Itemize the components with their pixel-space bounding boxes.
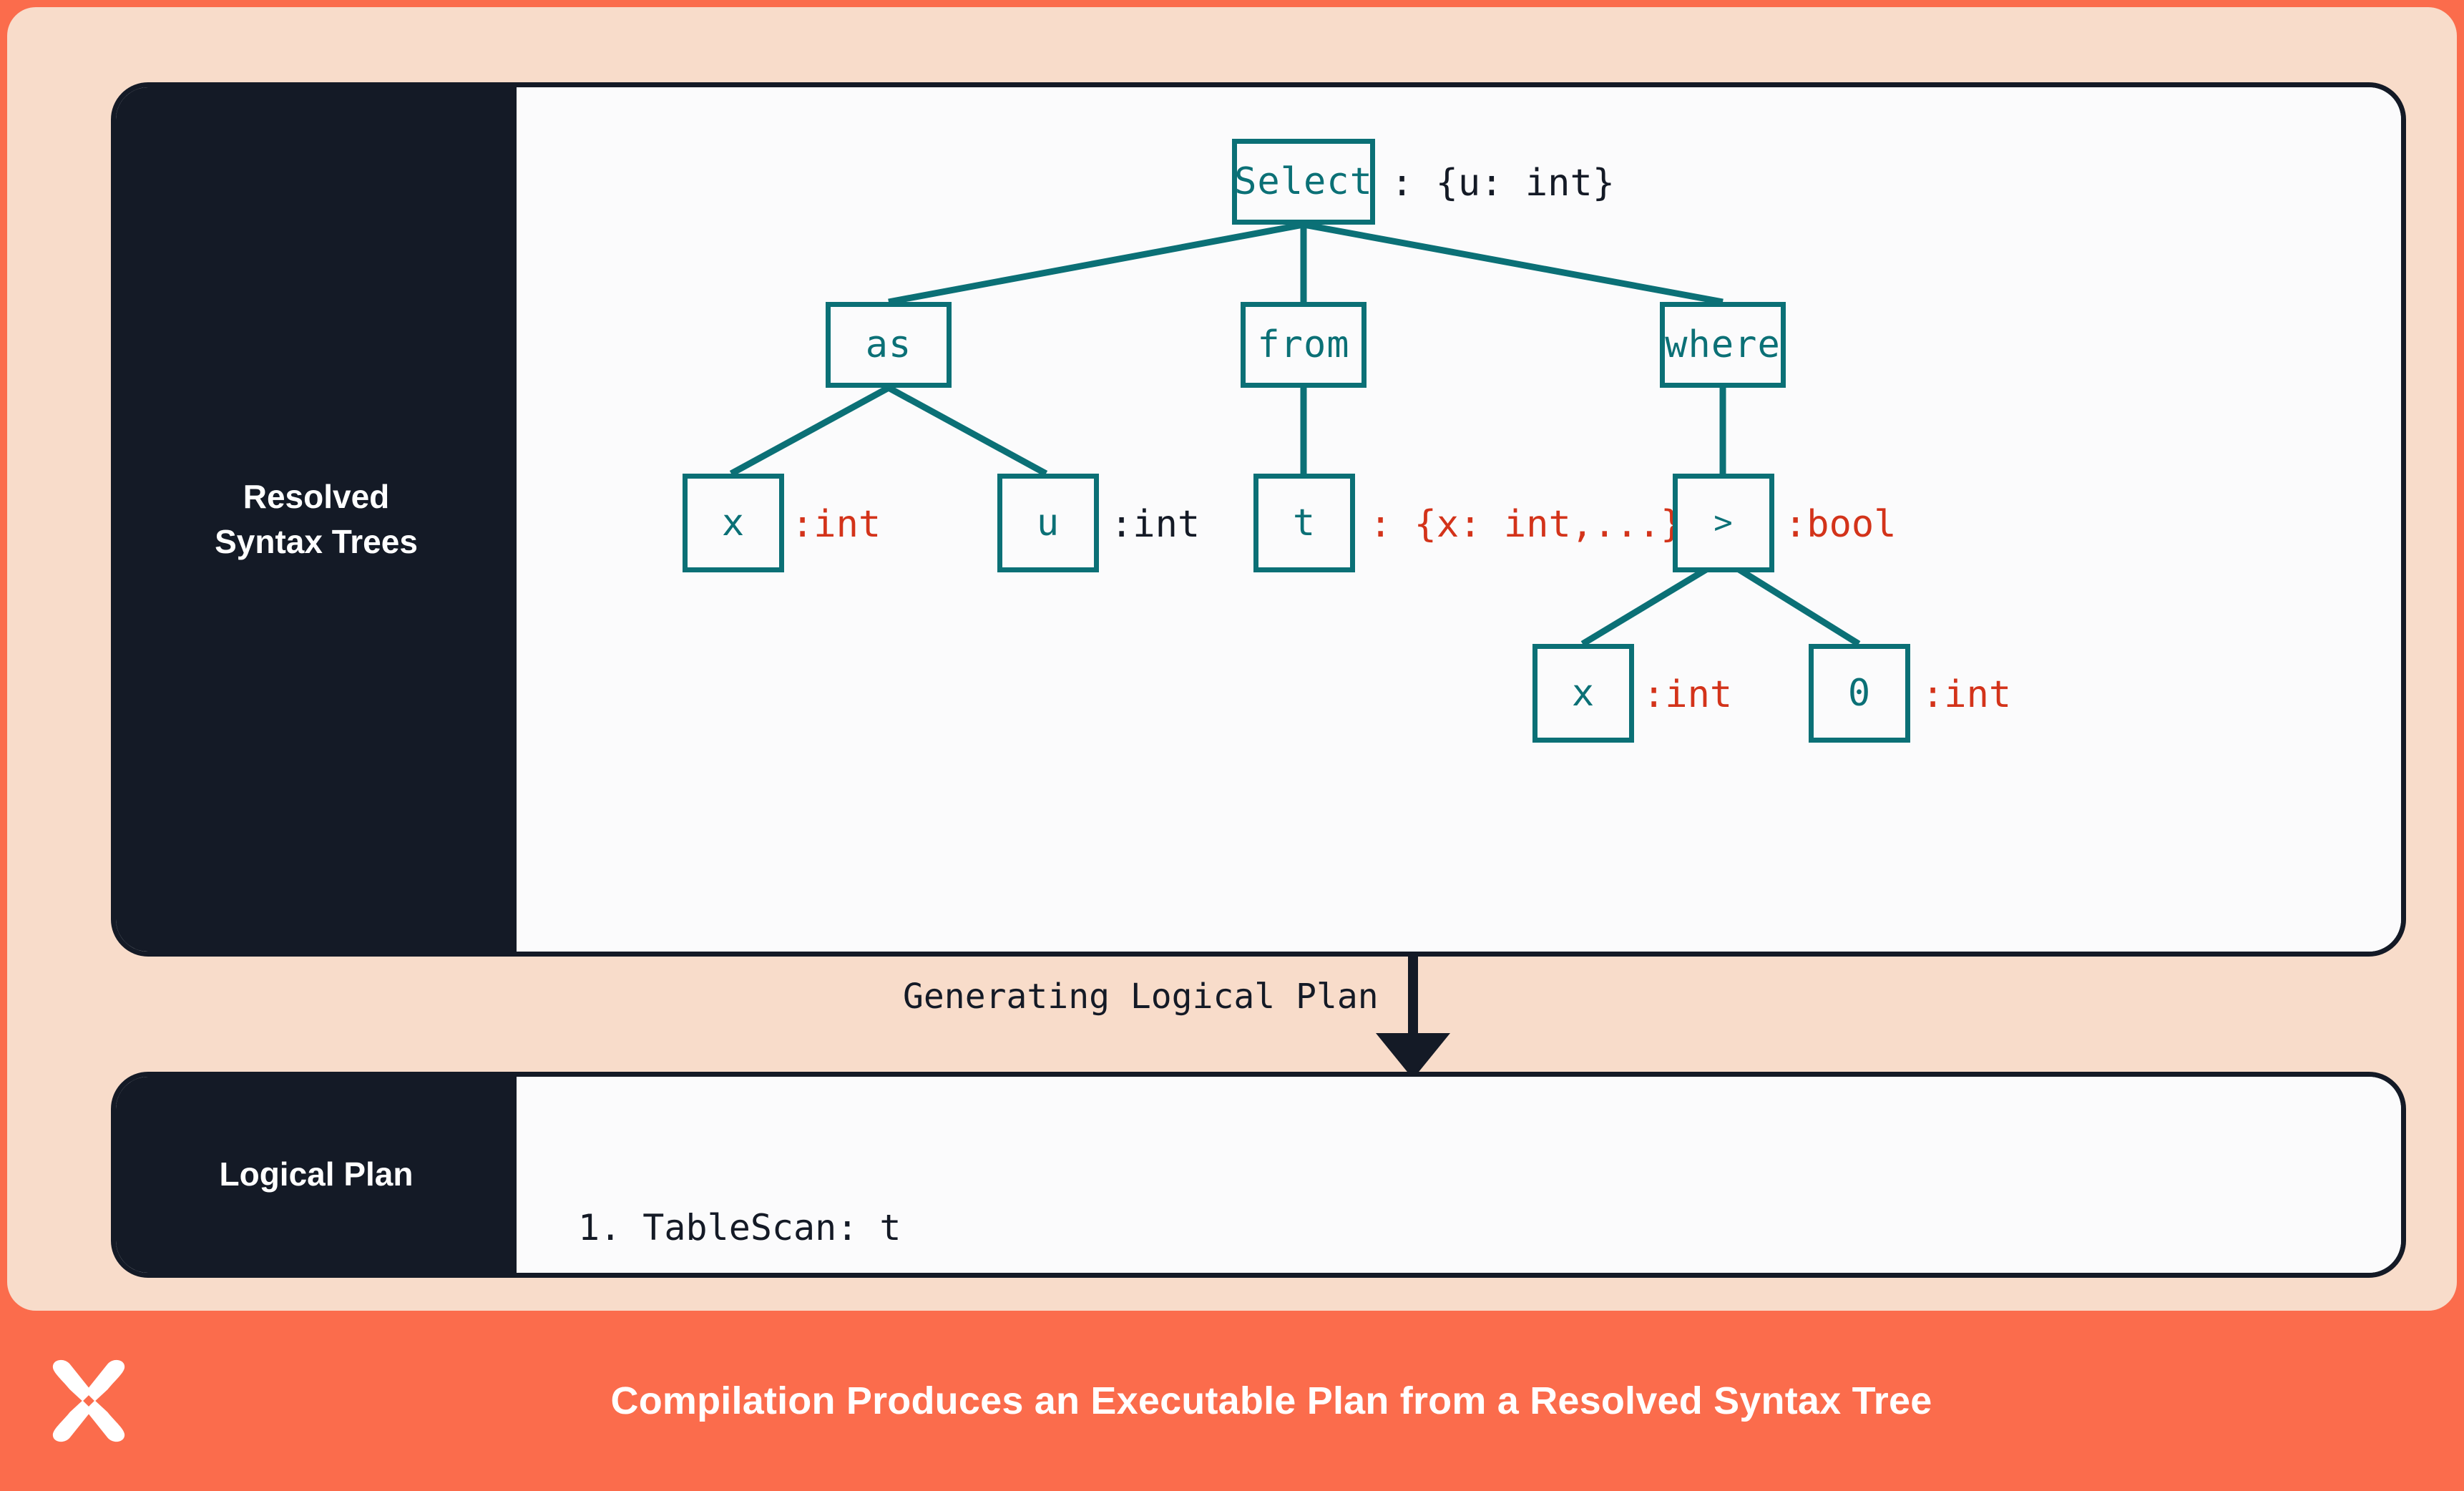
down-arrow-icon bbox=[1376, 953, 1450, 1079]
annotation-as-x: :int bbox=[791, 503, 881, 546]
node-where-label: where bbox=[1665, 323, 1781, 366]
edge-gt-x bbox=[1580, 557, 1725, 647]
node-from[interactable]: from bbox=[1241, 302, 1367, 388]
logical-plan-card: Logical Plan 1. TableScan: t 2. Filter: … bbox=[111, 1072, 2406, 1278]
annotation-from-t: : {x: int,...} bbox=[1369, 503, 1683, 546]
logical-plan-label: Logical Plan bbox=[116, 1077, 517, 1273]
node-as-label: as bbox=[865, 323, 912, 366]
rst-label-line1: Resolved bbox=[243, 477, 390, 515]
annotation-greater-than: :bool bbox=[1784, 503, 1897, 546]
edge-select-as bbox=[888, 221, 1304, 305]
edge-gt-zero bbox=[1721, 557, 1861, 647]
node-as-u[interactable]: u bbox=[997, 474, 1099, 572]
node-gt-x-label: x bbox=[1571, 672, 1595, 715]
annotation-gt-x: :int bbox=[1643, 673, 1733, 716]
logical-plan-list: 1. TableScan: t 2. Filter: t.x > 0 3. Pr… bbox=[517, 1077, 2401, 1273]
node-select[interactable]: Select bbox=[1232, 139, 1375, 225]
edge-select-where bbox=[1303, 221, 1724, 305]
node-from-t-label: t bbox=[1292, 502, 1316, 544]
node-as-x-label: x bbox=[721, 502, 745, 544]
flow-label: Generating Logical Plan bbox=[903, 977, 1379, 1017]
annotation-as-u: :int bbox=[1110, 503, 1201, 546]
logical-plan-body: 1. TableScan: t 2. Filter: t.x > 0 3. Pr… bbox=[517, 1077, 2401, 1273]
node-from-t[interactable]: t bbox=[1253, 474, 1355, 572]
syntax-tree-canvas: Select : {u: int} as from where x :int bbox=[517, 87, 2401, 952]
content-panel: Resolved Syntax Trees bbox=[7, 7, 2457, 1311]
node-where[interactable]: where bbox=[1660, 302, 1786, 388]
x-star-logo-icon bbox=[52, 1359, 125, 1442]
node-from-label: from bbox=[1257, 323, 1350, 366]
annotation-select: : {u: int} bbox=[1391, 162, 1615, 205]
node-gt-zero[interactable]: 0 bbox=[1809, 644, 1910, 743]
tree-edges bbox=[729, 221, 1861, 647]
footer-caption: Compilation Produces an Executable Plan … bbox=[610, 1379, 1932, 1422]
node-greater-than-label: > bbox=[1713, 504, 1734, 541]
footer-bar: Compilation Produces an Executable Plan … bbox=[0, 1311, 2464, 1491]
node-as-u-label: u bbox=[1036, 502, 1060, 544]
node-as-x[interactable]: x bbox=[683, 474, 784, 572]
rst-label-line2: Syntax Trees bbox=[215, 523, 418, 560]
resolved-syntax-trees-card: Resolved Syntax Trees bbox=[111, 82, 2406, 957]
node-gt-x[interactable]: x bbox=[1532, 644, 1634, 743]
node-as[interactable]: as bbox=[826, 302, 952, 388]
node-gt-zero-label: 0 bbox=[1847, 672, 1872, 715]
edge-as-u bbox=[886, 385, 1048, 476]
list-item: 1. TableScan: t bbox=[578, 1207, 901, 1248]
resolved-syntax-trees-label: Resolved Syntax Trees bbox=[116, 87, 517, 952]
node-greater-than[interactable]: > bbox=[1673, 474, 1774, 572]
annotation-gt-zero: :int bbox=[1922, 673, 2012, 716]
edge-as-x bbox=[729, 385, 891, 476]
node-select-label: Select bbox=[1234, 160, 1373, 203]
